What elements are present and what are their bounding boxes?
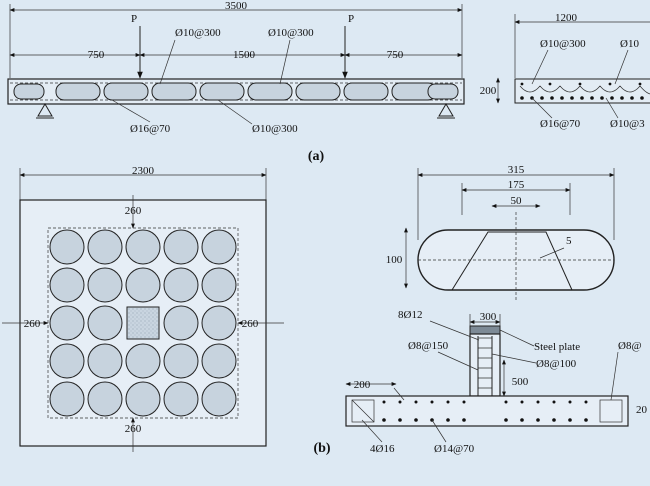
beam-hoop xyxy=(151,82,197,101)
support-right xyxy=(438,103,454,117)
edge-bottom: 260 xyxy=(125,423,142,435)
column-slab-section: 300 8Ø12 Steel plate Ø8@150 Ø8@100 500 Ø… xyxy=(345,309,648,455)
hoop-radius: 5 xyxy=(566,235,572,247)
section-top-right: Ø10 xyxy=(620,38,639,50)
dim-section-height: 200 xyxy=(480,85,497,97)
slab-hoop xyxy=(87,267,123,303)
slab-bars: Ø14@70 xyxy=(434,443,475,455)
bottom-bars: 4Ø16 xyxy=(370,443,395,455)
dim-20: 20 xyxy=(636,404,648,416)
steel-plate-label: Steel plate xyxy=(534,341,580,353)
slab-hoop xyxy=(87,305,123,341)
slab-hoop xyxy=(163,343,199,379)
beam-end-hoop xyxy=(427,83,459,100)
beam-hoop xyxy=(103,82,149,101)
slab-hoop xyxy=(201,381,237,417)
caption-b: (b) xyxy=(313,441,330,456)
beam-hoop xyxy=(199,82,245,101)
rebar-bottom-right: Ø10@300 xyxy=(252,123,298,135)
dim-hoop-width: 315 xyxy=(508,164,525,176)
beam-cross-section: 1200 200 Ø10@300 Ø10 Ø16@70 Ø10@3 xyxy=(480,12,650,130)
slab-hoop xyxy=(125,343,161,379)
slab-hoop xyxy=(163,267,199,303)
rebar-top-right: Ø10@300 xyxy=(268,27,314,39)
slab-hoop xyxy=(201,343,237,379)
slab-edge-ties: Ø8@ xyxy=(618,340,642,352)
dim-hoop-height: 100 xyxy=(386,254,403,266)
slab-hoop xyxy=(125,229,161,265)
slab-plan: 2300 260 260 260 260 xyxy=(2,165,331,456)
dim-slab-width: 2300 xyxy=(132,165,155,177)
slab-hoop xyxy=(87,343,123,379)
column-plate xyxy=(126,306,160,340)
section-bottom-left: Ø16@70 xyxy=(540,118,581,130)
slab-hoop-grid xyxy=(49,229,237,417)
beam-hoop xyxy=(295,82,341,101)
slab-section-bars xyxy=(382,400,588,422)
edge-right: 260 xyxy=(242,318,259,330)
dim-hoop-inner: 175 xyxy=(508,179,525,191)
dim-column-width: 300 xyxy=(480,311,497,323)
slab-hoop xyxy=(125,381,161,417)
slab-hoop xyxy=(201,305,237,341)
slab-hoop xyxy=(87,229,123,265)
rebar-top-left: Ø10@300 xyxy=(175,27,221,39)
beam-hoop xyxy=(55,82,101,101)
steel-plate xyxy=(469,325,501,335)
hoop-detail: 315 175 50 100 5 xyxy=(386,164,615,300)
column-ties: Ø8@150 xyxy=(408,340,449,352)
slab-hoop xyxy=(163,381,199,417)
rebar-bottom-left: Ø16@70 xyxy=(130,123,171,135)
slab-hoop xyxy=(49,381,85,417)
load-label-left: P xyxy=(131,13,137,25)
slab-ties: Ø8@100 xyxy=(536,358,577,370)
dim-section-width: 1200 xyxy=(555,12,578,24)
slab-section xyxy=(345,395,629,427)
slab-hoop xyxy=(125,267,161,303)
slab-hoop xyxy=(201,229,237,265)
slab-hoop xyxy=(49,267,85,303)
beam-hoop xyxy=(343,82,389,101)
slab-hoop xyxy=(87,381,123,417)
column-bars: 8Ø12 xyxy=(398,309,422,321)
slab-hoop xyxy=(49,305,85,341)
column-body xyxy=(469,333,501,397)
caption-a: (a) xyxy=(308,149,325,164)
dim-total-length: 3500 xyxy=(225,0,248,12)
section-bottom-right: Ø10@3 xyxy=(610,118,645,130)
edge-left: 260 xyxy=(24,318,41,330)
beam-end-hoop xyxy=(13,83,45,100)
slab-hoop xyxy=(163,229,199,265)
slab-hoop xyxy=(49,229,85,265)
dim-column-height: 500 xyxy=(512,376,529,388)
load-label-right: P xyxy=(348,13,354,25)
slab-hoop xyxy=(201,267,237,303)
slab-hoop xyxy=(49,343,85,379)
slab-hoop xyxy=(163,305,199,341)
dim-hoop-top: 50 xyxy=(511,195,523,207)
dim-200: 200 xyxy=(354,379,371,391)
section-bars xyxy=(520,82,644,100)
beam-hoop xyxy=(247,82,293,101)
dim-span-left: 750 xyxy=(88,49,105,61)
section-top-left: Ø10@300 xyxy=(540,38,586,50)
dim-span-mid: 1500 xyxy=(233,49,256,61)
beam-elevation: 3500 750 1500 750 P P Ø10@300 xyxy=(7,0,465,164)
dim-span-right: 750 xyxy=(387,49,404,61)
support-left xyxy=(37,103,53,117)
edge-top: 260 xyxy=(125,205,142,217)
